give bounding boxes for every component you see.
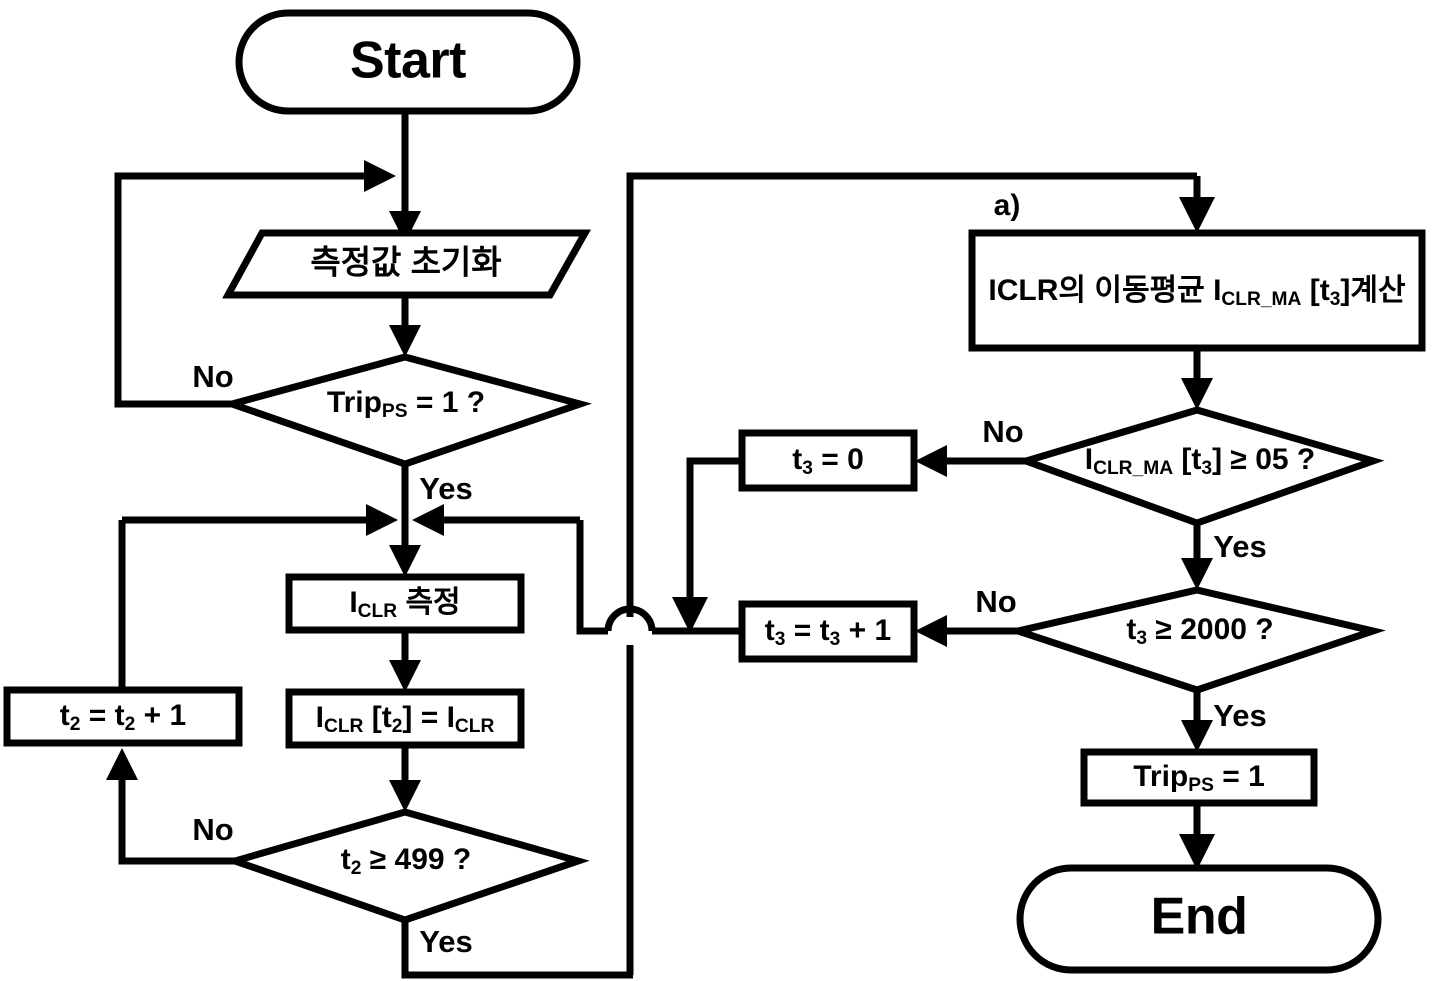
node-trip-check-label: TripPS = 1 ? — [327, 386, 485, 422]
arrowhead-merge-right — [412, 504, 444, 536]
node-start[interactable] — [235, 9, 581, 115]
edge-label-trip-yes: Yes — [419, 471, 472, 506]
arrowhead-start-to-init — [389, 211, 421, 243]
connector-right-vertical-upper — [626, 172, 1197, 617]
node-store-iclr-label: ICLR [t2] = ICLR — [316, 701, 495, 737]
arrowhead-t3reset-loop — [672, 597, 708, 633]
arrowhead-tripset-to-end — [1179, 834, 1215, 870]
node-trip-set-label: TripPS = 1 — [1133, 760, 1265, 796]
edge-label-trip-no: No — [192, 359, 233, 394]
arrowhead-trip-no-loop — [364, 160, 396, 192]
node-t2-increment[interactable] — [3, 686, 243, 747]
node-ma-check[interactable] — [1014, 406, 1385, 527]
node-t2-check-label: t2 ≥ 499 ? — [341, 843, 472, 879]
arrowhead-ma-yes — [1181, 558, 1213, 590]
node-end[interactable] — [1016, 864, 1382, 974]
arrowhead-t3-no — [915, 615, 947, 647]
node-t3-reset[interactable] — [738, 429, 918, 492]
arrowhead-t3-yes — [1181, 720, 1213, 752]
arrowhead-init-to-trip — [389, 325, 421, 357]
edge-label-t2-yes: Yes — [419, 924, 472, 959]
connector-t2-no — [118, 768, 240, 865]
connector-t3reset-loop — [686, 457, 742, 600]
node-trip-check[interactable] — [220, 353, 592, 468]
node-t3-increment[interactable] — [738, 600, 918, 663]
node-init-label: 측정값 초기화 — [310, 244, 501, 281]
edge-label-t3-no: No — [975, 584, 1016, 619]
edge-label-ma-yes: Yes — [1213, 529, 1266, 564]
arrowhead-measure-to-store — [389, 660, 421, 692]
node-moving-average[interactable] — [968, 229, 1426, 352]
node-store-iclr[interactable] — [285, 688, 525, 749]
node-moving-average-label: ICLR의 이동평균 ICLR_MA [t3]계산 — [988, 274, 1406, 310]
arrowhead-to-movingavg — [1179, 197, 1215, 233]
node-init[interactable] — [222, 229, 591, 299]
node-t3-reset-label: t3 = 0 — [792, 443, 864, 479]
node-measure-iclr-label: ICLR 측정 — [349, 586, 460, 622]
node-end-label: End — [1151, 888, 1248, 946]
node-t3-check[interactable] — [1004, 586, 1386, 694]
node-start-label: Start — [350, 32, 466, 90]
arrowhead-ma-no — [915, 445, 947, 477]
node-ma-check-label: ICLR_MA [t3] ≥ 05 ? — [1085, 443, 1315, 479]
connector-t2-yes — [401, 920, 633, 979]
arrowhead-t2-no — [106, 748, 138, 780]
node-measure-iclr[interactable] — [285, 573, 525, 634]
arrowhead-store-to-t2check — [389, 780, 421, 812]
arrowhead-merge-left — [366, 504, 398, 536]
edge-label-t2-no: No — [192, 812, 233, 847]
node-trip-set[interactable] — [1080, 748, 1318, 807]
node-t3-check-label: t3 ≥ 2000 ? — [1126, 613, 1273, 649]
arrowhead-movingavg-to-macheck — [1181, 378, 1213, 410]
node-t2-increment-label: t2 = t2 + 1 — [60, 699, 186, 735]
connector-t3inc-left-b — [576, 520, 608, 635]
connector-line-hop — [604, 605, 656, 632]
edge-label-ma-no: No — [982, 414, 1023, 449]
node-t2-check[interactable] — [223, 808, 590, 924]
edge-label-t3-yes: Yes — [1213, 698, 1266, 733]
arrowhead-merge-to-measure — [389, 545, 421, 577]
connector-trip-no-loop — [114, 172, 378, 408]
connector-note-a: a) — [994, 189, 1021, 222]
node-t3-increment-label: t3 = t3 + 1 — [765, 614, 891, 650]
